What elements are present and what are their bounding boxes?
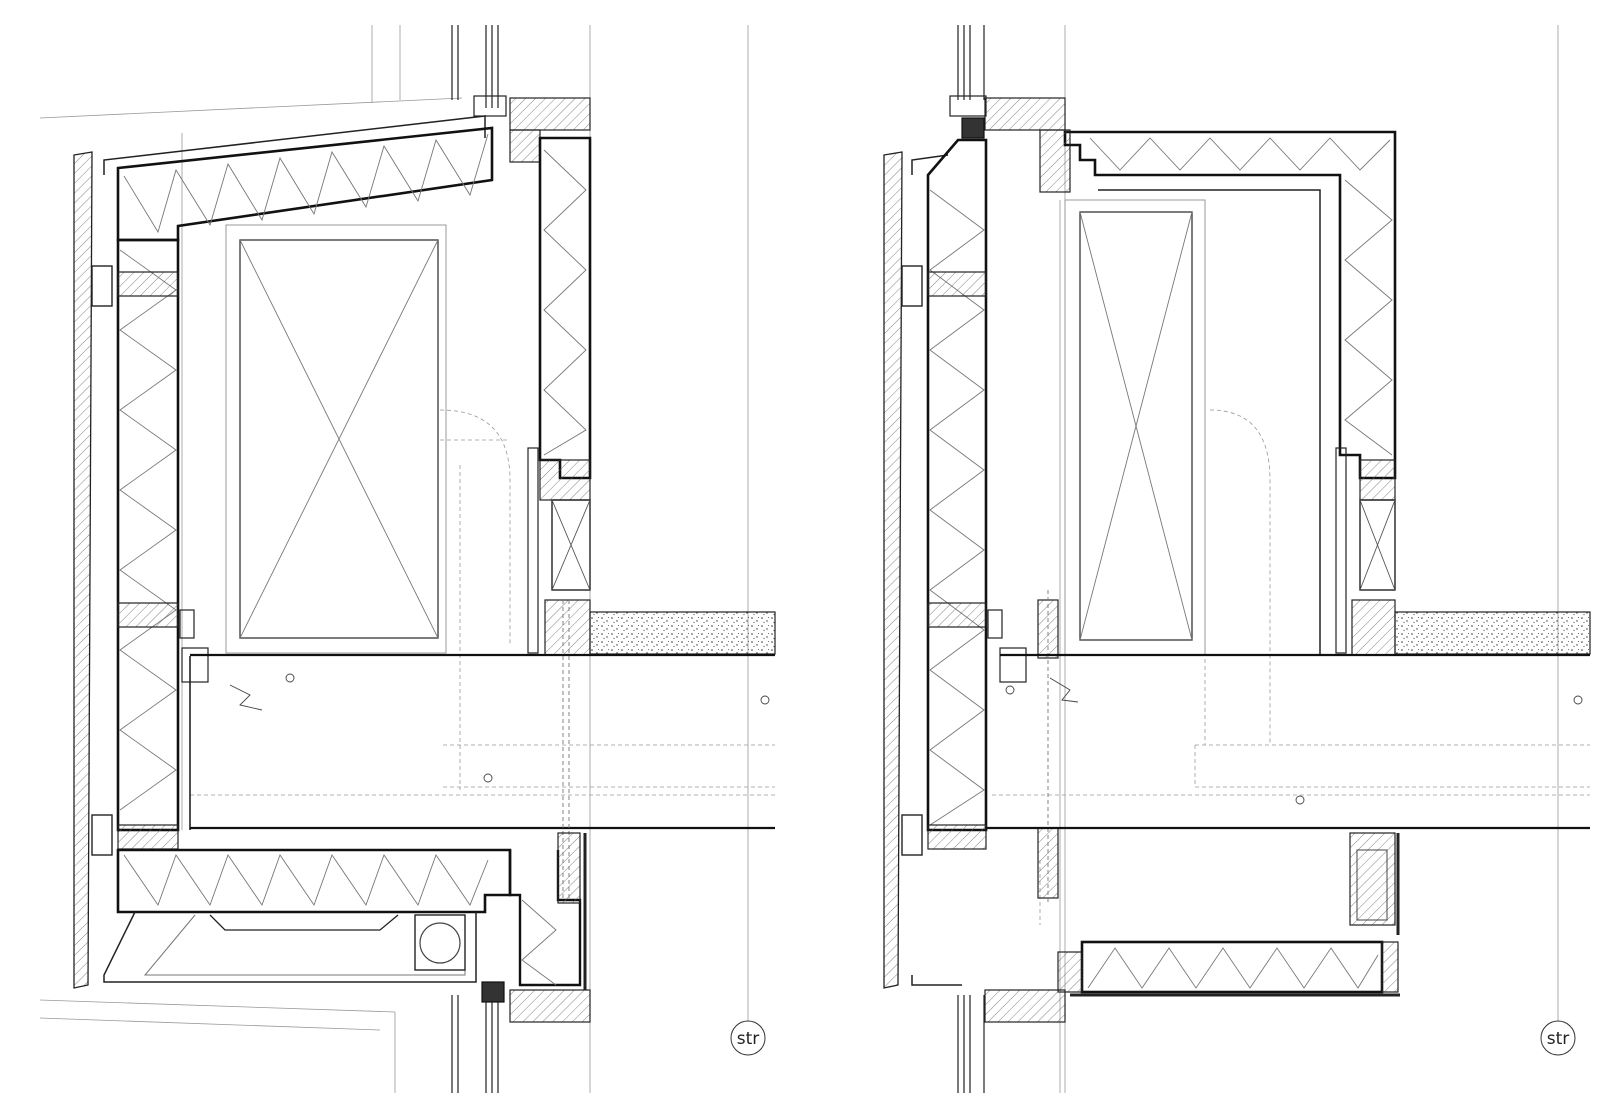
soffit-frame <box>103 911 477 983</box>
timber-block <box>509 989 591 1023</box>
window-frame-bottom <box>451 995 499 1093</box>
inner-lining <box>1098 189 1321 655</box>
insulation-wall <box>926 138 988 832</box>
fixing-blocks <box>91 265 209 856</box>
bearer-block <box>961 117 985 139</box>
crossed-block <box>1359 499 1396 591</box>
detail-right: str <box>883 25 1591 1093</box>
box-frame <box>1064 199 1206 656</box>
timber-block <box>984 989 1066 1023</box>
duct-housing <box>209 914 399 931</box>
insulation-top <box>1039 129 1397 480</box>
detail-left: str <box>39 25 776 1093</box>
timber-block <box>509 97 591 131</box>
trim-board <box>527 447 539 654</box>
gridline-label: str <box>1547 1029 1570 1049</box>
insulation-right <box>538 136 592 480</box>
floor-slab <box>190 653 775 830</box>
anchor-rod <box>562 600 570 900</box>
drip-flashing <box>911 975 962 986</box>
timber-block <box>557 832 581 904</box>
box-frame <box>225 224 447 654</box>
insulation-top <box>116 126 494 242</box>
flashing <box>103 115 486 175</box>
window-frame-top <box>451 25 507 117</box>
gridline-label: str <box>737 1029 760 1049</box>
trim-board <box>1335 447 1347 654</box>
timber-block <box>1356 849 1388 921</box>
timber-block <box>509 129 541 163</box>
insulation-wall <box>116 238 180 832</box>
timber-block <box>1359 459 1396 501</box>
window-frame-bottom <box>957 995 985 1093</box>
fixing-symbols <box>229 673 770 783</box>
timber-block <box>544 599 591 656</box>
bearer-block <box>481 981 505 1003</box>
reference-lines <box>39 25 775 1093</box>
cladding-board <box>883 151 903 989</box>
insulation-bottom <box>1057 940 1400 997</box>
floor-slab <box>986 653 1590 830</box>
cladding-board <box>73 151 93 989</box>
floor-screed <box>1394 611 1591 655</box>
floor-screed <box>589 611 776 655</box>
timber-block <box>984 97 1066 131</box>
flashing <box>911 154 949 175</box>
gridline-marker: str <box>1540 1020 1576 1056</box>
window-frame-top <box>949 25 987 117</box>
crossed-block <box>551 499 591 591</box>
timber-block <box>539 459 591 501</box>
insulation-bottom <box>116 848 512 914</box>
fixing-blocks <box>901 265 1027 856</box>
timber-block <box>1351 599 1396 656</box>
fixing-symbols <box>1005 677 1583 805</box>
gridline-marker: str <box>730 1020 766 1056</box>
duct-pipe <box>419 922 461 964</box>
duct-box <box>414 914 466 971</box>
reference-lines <box>992 25 1590 1093</box>
